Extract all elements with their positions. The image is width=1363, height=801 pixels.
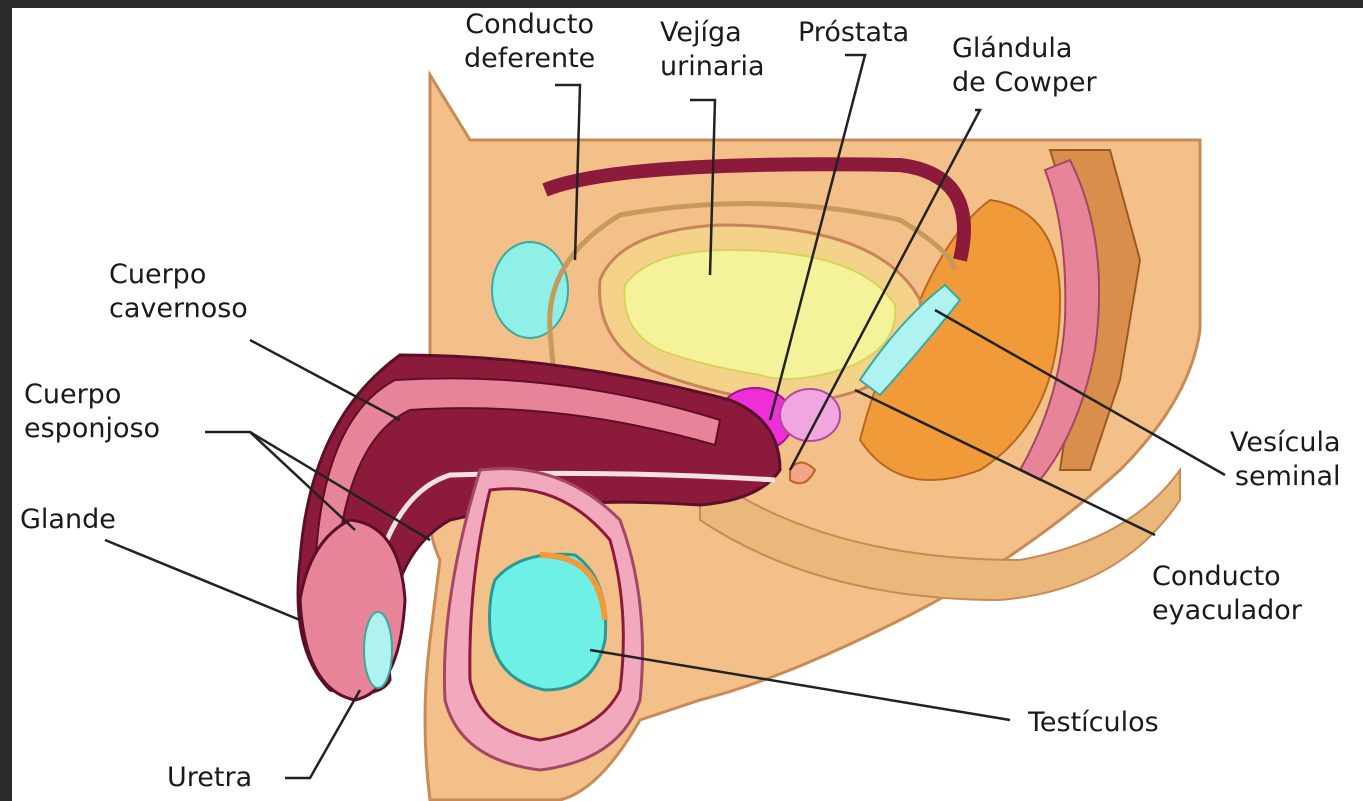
label-prostata: Próstata bbox=[798, 16, 909, 50]
label-cuerpo-cavernoso: Cuerpo cavernoso bbox=[109, 258, 248, 326]
label-conducto-deferente: Conducto deferente bbox=[464, 8, 595, 76]
label-uretra: Uretra bbox=[167, 761, 252, 795]
diagram-frame: Conducto deferente Vejíga urinaria Próst… bbox=[12, 8, 1363, 801]
reproductive-system-diagram bbox=[12, 8, 1363, 801]
label-glande: Glande bbox=[20, 503, 116, 537]
label-conducto-eyaculador: Conducto eyaculador bbox=[1152, 560, 1302, 628]
label-vesicula-seminal: Vesícula seminal bbox=[1230, 426, 1341, 494]
label-cuerpo-esponjoso: Cuerpo esponjoso bbox=[24, 378, 160, 446]
label-glandula-cowper: Glándula de Cowper bbox=[952, 32, 1097, 100]
label-vejiga-urinaria: Vejíga urinaria bbox=[660, 16, 765, 84]
label-testiculos: Testículos bbox=[1028, 706, 1159, 740]
glans-tip bbox=[364, 612, 392, 688]
